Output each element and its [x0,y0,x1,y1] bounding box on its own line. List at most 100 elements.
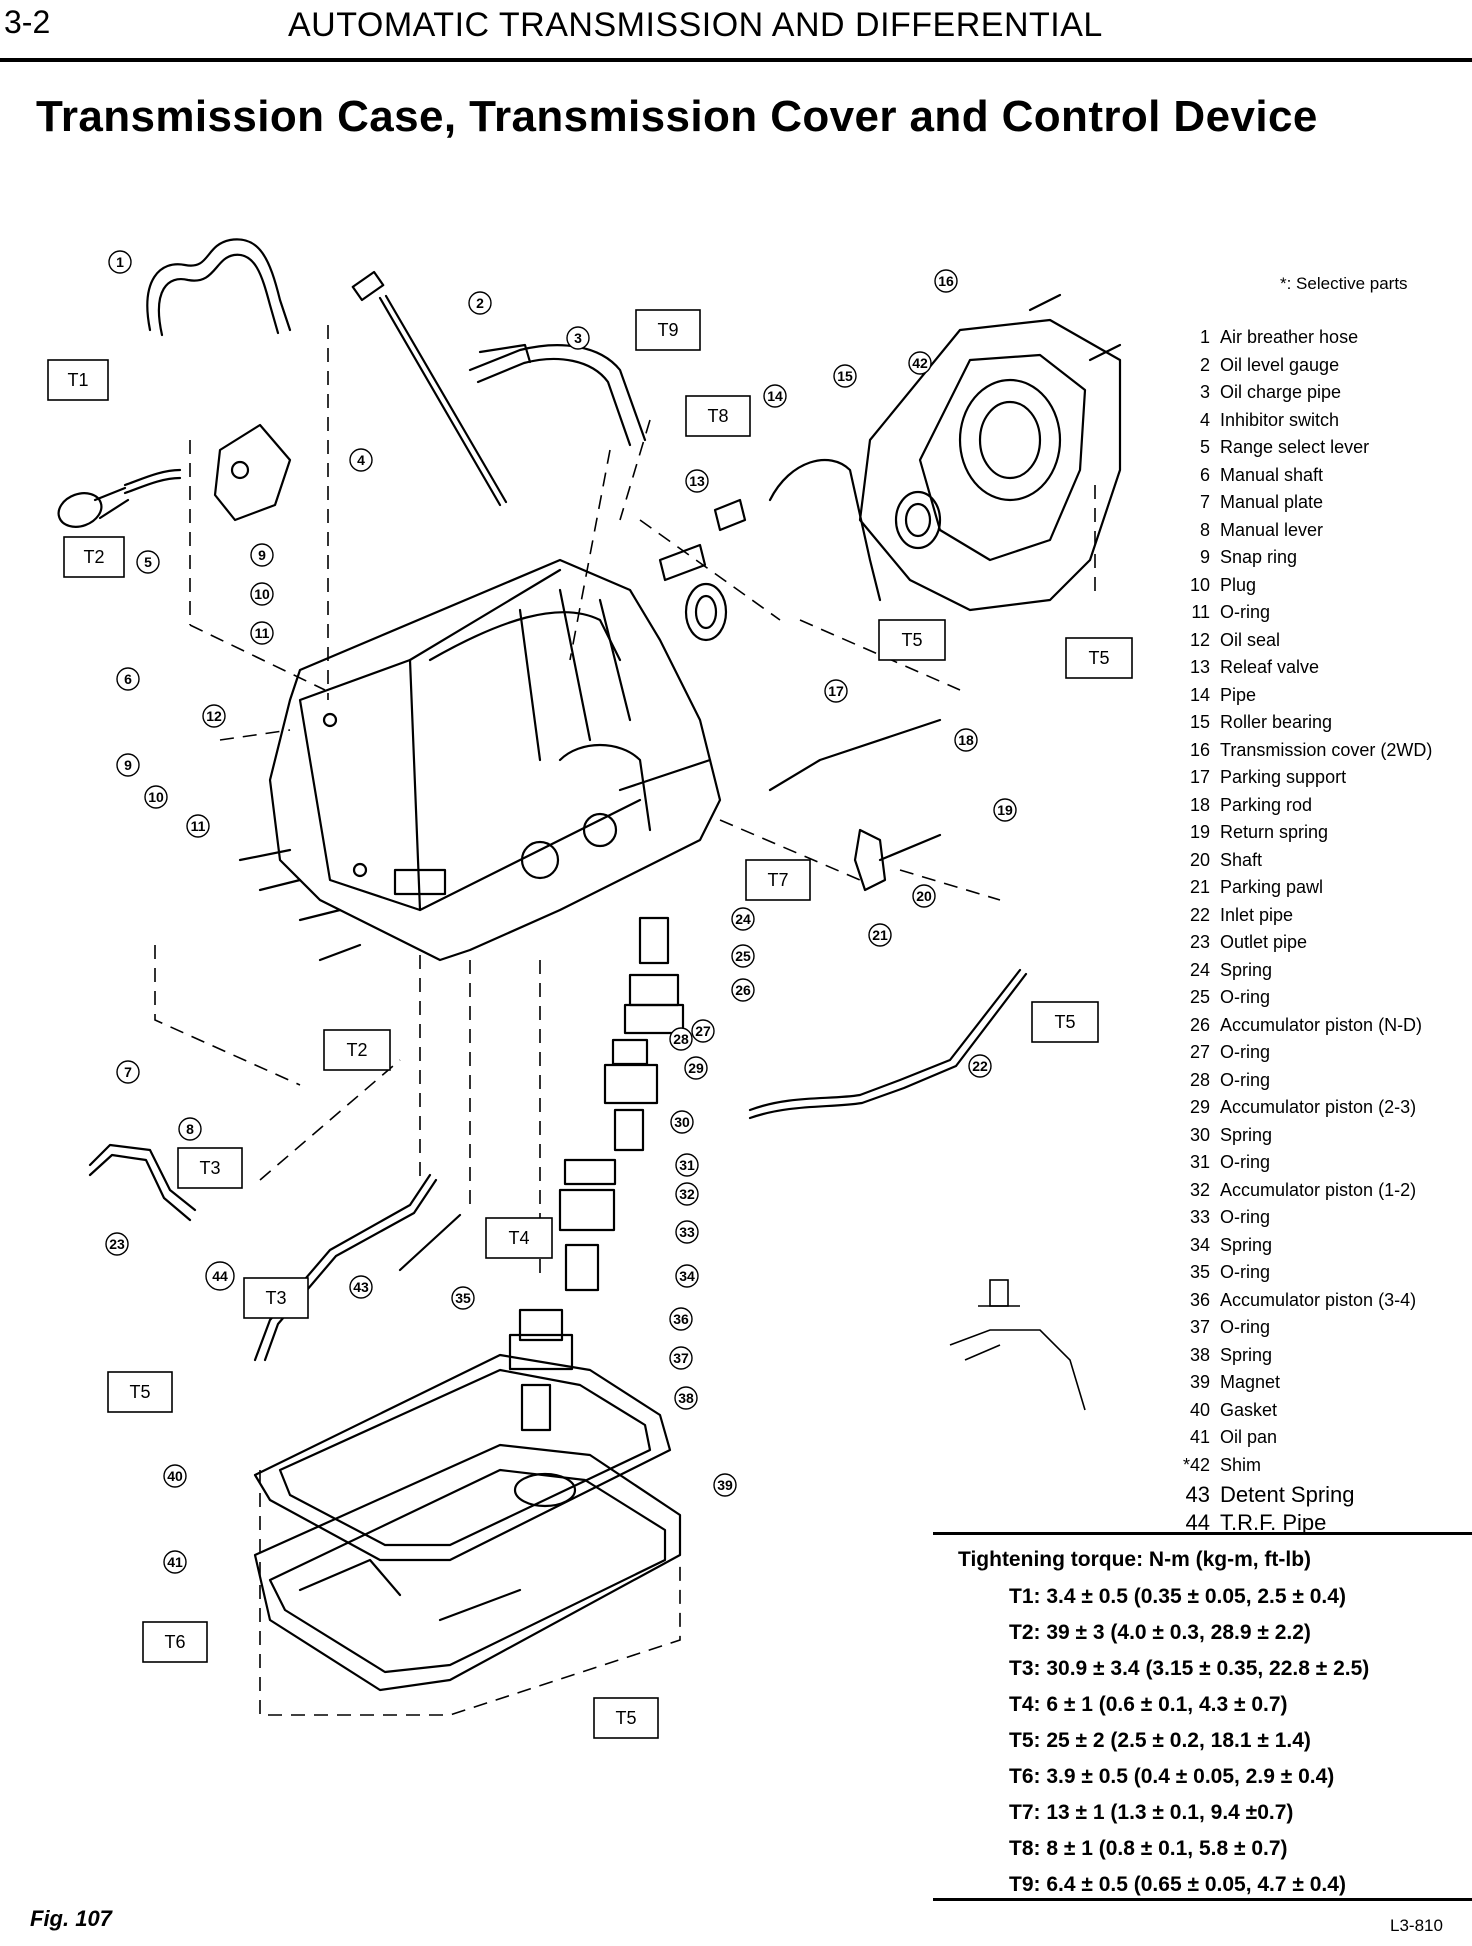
svg-text:19: 19 [997,802,1013,818]
torque-code: T1: [1009,1585,1041,1608]
svg-text:43: 43 [353,1279,369,1295]
torque-code: T2: [1009,1621,1041,1644]
callout: 43 [349,1275,373,1299]
callout: 44 [205,1261,235,1291]
torque-value: 3.9 ± 0.5 (0.4 ± 0.05, 2.9 ± 0.4) [1046,1765,1335,1788]
callout: 40 [163,1464,187,1488]
torque-item: T9: 6.4 ± 0.5 (0.65 ± 0.05, 4.7 ± 0.4) [1009,1873,1369,1909]
torque-code: T3: [1009,1657,1041,1680]
gasket [253,1353,672,1562]
svg-text:8: 8 [186,1121,194,1137]
callout: 12 [202,704,226,728]
legend-number: 27 [1189,1042,1210,1062]
roller-bearing [894,490,942,550]
svg-text:1: 1 [116,254,124,270]
pipe-14 [768,458,882,602]
torque-box: T8 [685,395,751,437]
callout: 15 [833,364,857,388]
svg-text:T5: T5 [1088,648,1109,668]
legend-number: 40 [1189,1399,1210,1420]
transmission-cover [858,293,1122,612]
svg-text:42: 42 [912,355,928,371]
svg-text:4: 4 [357,452,365,468]
torque-code: T8: [1009,1837,1041,1860]
legend-number: 9 [1199,547,1210,567]
torque-item: T6: 3.9 ± 0.5 (0.4 ± 0.05, 2.9 ± 0.4) [1009,1765,1369,1801]
torque-code: T7: [1009,1801,1041,1824]
legend-part-name: Oil level gauge [1220,354,1340,375]
torque-code: T6: [1009,1765,1041,1788]
legend-item: 24 Spring [1170,960,1472,988]
torque-list: T1: 3.4 ± 0.5 (0.35 ± 0.05, 2.5 ± 0.4)T2… [1009,1585,1369,1909]
legend-number: 23 [1189,932,1210,952]
legend-part-name: O-ring [1220,602,1271,622]
legend-part-name: Shaft [1220,849,1263,870]
torque-item: T3: 30.9 ± 3.4 (3.15 ± 0.35, 22.8 ± 2.5) [1009,1657,1369,1693]
torque-item: T5: 25 ± 2 (2.5 ± 0.2, 18.1 ± 1.4) [1009,1729,1369,1765]
svg-text:22: 22 [972,1058,988,1074]
torque-value: 6 ± 1 (0.6 ± 0.1, 4.3 ± 0.7) [1046,1693,1288,1716]
svg-text:11: 11 [191,818,206,834]
callout: 9 [250,543,274,567]
callout: 14 [763,384,787,408]
svg-text:30: 30 [674,1114,690,1130]
callout: 38 [674,1386,698,1410]
callout: 23 [105,1232,129,1256]
svg-text:T6: T6 [164,1632,185,1652]
legend-part-name: Spring [1220,959,1273,980]
legend-number: 24 [1189,959,1210,980]
svg-text:15: 15 [837,368,853,384]
svg-text:T3: T3 [265,1288,286,1308]
air-breather-hose [146,238,292,337]
torque-item: T1: 3.4 ± 0.5 (0.35 ± 0.05, 2.5 ± 0.4) [1009,1585,1369,1621]
legend-part-name: Range select lever [1220,437,1370,457]
legend-part-name: Accumulator piston (1-2) [1220,1179,1417,1200]
svg-text:T5: T5 [901,630,922,650]
callout: 20 [912,884,936,908]
legend-part-name: Releaf valve [1220,657,1320,677]
legend-number: 19 [1189,822,1210,842]
torque-heading: Tightening torque: N-m (kg-m, ft-lb) [958,1548,1312,1571]
legend-part-name: O-ring [1220,1152,1271,1172]
torque-item: T8: 8 ± 1 (0.8 ± 0.1, 5.8 ± 0.7) [1009,1837,1369,1873]
torque-box: T9 [635,309,701,351]
svg-text:7: 7 [124,1064,132,1080]
shim-inset [949,1279,1086,1411]
legend-number: 35 [1189,1262,1210,1282]
callout: 30 [670,1110,694,1134]
legend-number: 30 [1189,1124,1210,1145]
svg-text:21: 21 [872,927,888,943]
svg-text:37: 37 [673,1350,689,1366]
outlet-pipe [88,1143,197,1212]
legend-part-name: Manual plate [1220,492,1324,512]
legend-number: 20 [1189,849,1210,870]
torque-code: T5: [1009,1729,1041,1752]
svg-text:18: 18 [958,732,974,748]
svg-text:T1: T1 [67,370,88,390]
callout: 11 [250,621,274,645]
legend-part-name: T.R.F. Pipe [1220,1510,1327,1535]
legend-part-name: Magnet [1220,1372,1281,1392]
torque-box: T2 [63,536,125,578]
callout: 10 [250,582,274,606]
page-code: L3-810 [1390,1916,1443,1935]
torque-value: 13 ± 1 (1.3 ± 0.1, 9.4 ±0.7) [1046,1801,1294,1824]
svg-text:9: 9 [258,547,266,563]
torque-code: T9: [1009,1873,1041,1896]
svg-text:14: 14 [767,388,783,404]
svg-text:11: 11 [255,625,270,641]
legend-part-name: Detent Spring [1220,1482,1355,1507]
